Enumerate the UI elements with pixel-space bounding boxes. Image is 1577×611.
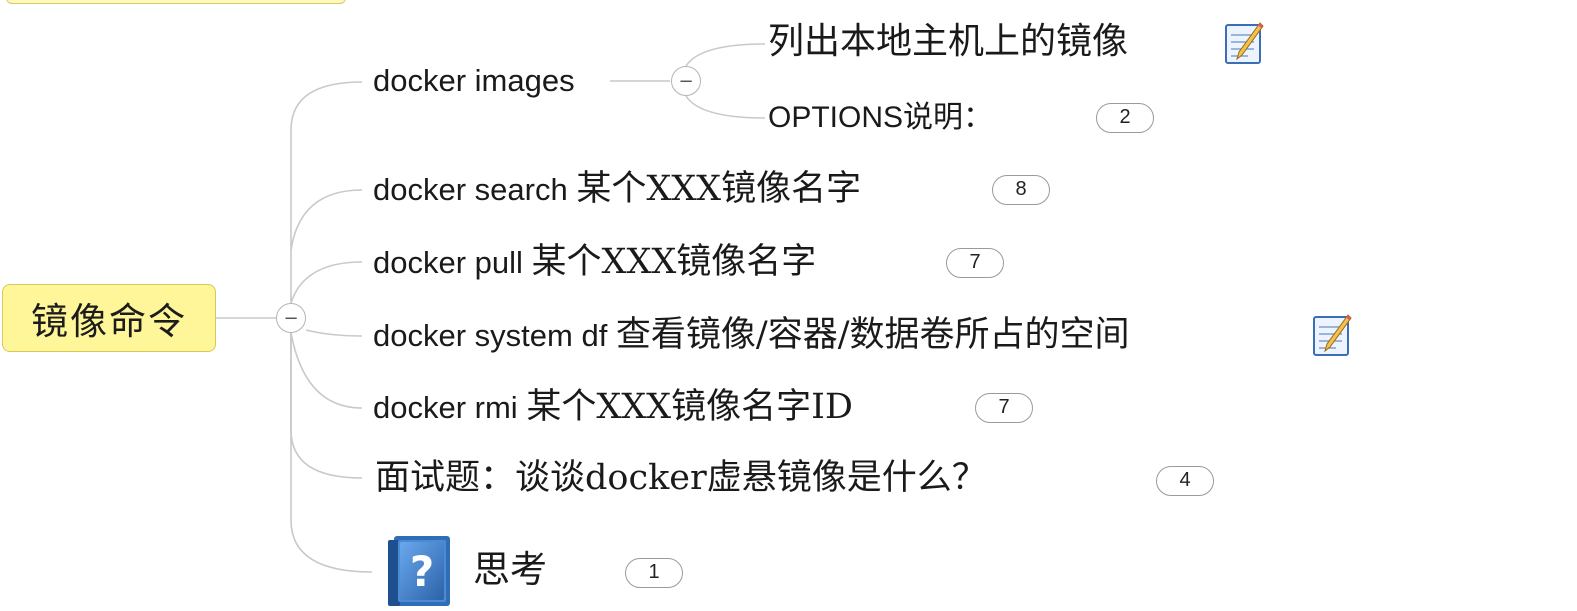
connector-docker-pull bbox=[290, 261, 363, 304]
topic-label: 列出本地主机上的镜像 bbox=[768, 21, 1129, 62]
central-topic[interactable]: 镜像命令 bbox=[2, 284, 216, 352]
topic-label: docker images bbox=[373, 63, 575, 98]
collapsed-count-badge[interactable]: 4 bbox=[1156, 466, 1214, 496]
collapsed-count-badge[interactable]: 8 bbox=[992, 175, 1050, 205]
topic-list-local-images[interactable]: 列出本地主机上的镜像 bbox=[768, 18, 1128, 66]
topic-docker-images[interactable]: docker images bbox=[373, 57, 575, 105]
cut-off-topic-edge bbox=[6, 0, 346, 4]
collapsed-count-badge[interactable]: 7 bbox=[975, 393, 1033, 423]
topic-command: docker rmi bbox=[373, 390, 527, 425]
topic-command: docker system df bbox=[373, 318, 616, 353]
connector-think bbox=[290, 333, 373, 573]
collapsed-count-badge[interactable]: 2 bbox=[1096, 103, 1154, 133]
topic-docker-system-df[interactable]: docker system df 查看镜像/容器/数据卷所占的空间 bbox=[373, 311, 1130, 359]
collapsed-count-badge[interactable]: 1 bbox=[625, 558, 683, 588]
help-book-icon: ? bbox=[388, 536, 450, 606]
connector-docker-rmi bbox=[290, 332, 363, 409]
topic-docker-pull[interactable]: docker pull 某个XXX镜像名字 bbox=[373, 238, 816, 286]
topic-description: 某个XXX镜像名字ID bbox=[526, 387, 853, 427]
topic-label: 面试题：谈谈docker虚悬镜像是什么？ bbox=[375, 458, 987, 498]
topic-think[interactable]: 思考 bbox=[473, 546, 547, 594]
svg-text:?: ? bbox=[410, 547, 434, 596]
topic-docker-rmi[interactable]: docker rmi 某个XXX镜像名字ID bbox=[373, 383, 853, 431]
topic-command: docker search bbox=[373, 172, 577, 207]
collapse-toggle-docker-images[interactable]: − bbox=[671, 66, 701, 96]
connector-docker-images bbox=[290, 81, 363, 303]
connector-interview-question bbox=[290, 333, 363, 479]
topic-interview-question[interactable]: 面试题：谈谈docker虚悬镜像是什么？ bbox=[375, 454, 987, 502]
connector-list-local-images bbox=[685, 43, 766, 67]
topic-label: 思考 bbox=[473, 548, 547, 591]
connector-options bbox=[685, 95, 766, 119]
note-icon[interactable] bbox=[1224, 21, 1264, 65]
topic-description: 查看镜像/容器/数据卷所占的空间 bbox=[615, 315, 1130, 355]
topic-docker-search[interactable]: docker search 某个XXX镜像名字 bbox=[373, 165, 861, 213]
collapse-toggle-main[interactable]: − bbox=[276, 303, 306, 333]
topic-options-description[interactable]: OPTIONS说明： bbox=[768, 94, 993, 142]
note-icon[interactable] bbox=[1312, 313, 1352, 357]
topic-label: OPTIONS说明： bbox=[768, 101, 994, 134]
topic-command: docker pull bbox=[373, 245, 532, 280]
collapsed-count-badge[interactable]: 7 bbox=[946, 248, 1004, 278]
connector-docker-system-df bbox=[305, 329, 363, 337]
topic-description: 某个XXX镜像名字 bbox=[531, 242, 817, 282]
topic-description: 某个XXX镜像名字 bbox=[576, 169, 862, 209]
connector-docker-search bbox=[290, 189, 363, 251]
